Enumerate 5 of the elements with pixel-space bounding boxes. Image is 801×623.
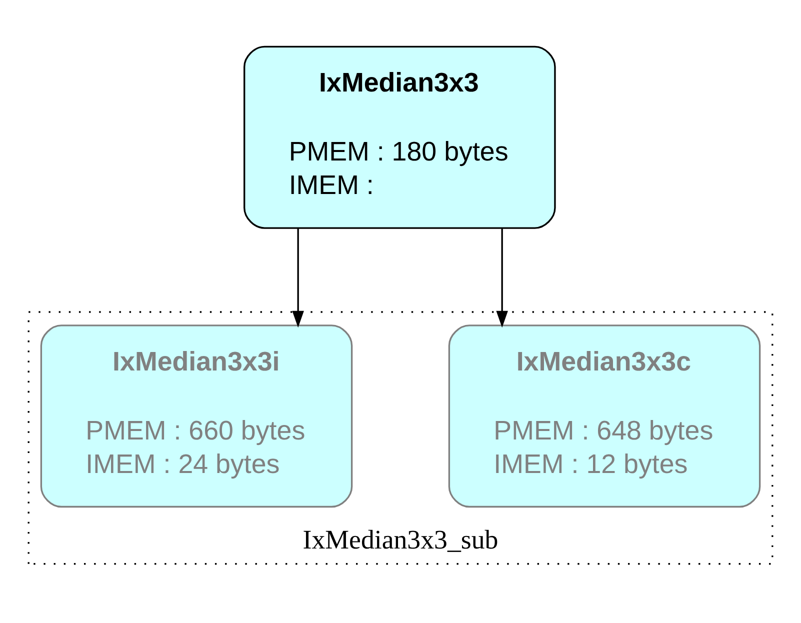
arrow xyxy=(496,228,508,328)
node-box: IxMedian3x3c PMEM : 648 bytes IMEM : 12 bytes xyxy=(448,324,761,508)
arrow xyxy=(292,228,304,328)
node-box: IxMedian3x3i PMEM : 660 bytes IMEM : 24 bytes xyxy=(40,324,353,508)
node-box: IxMedian3x3 PMEM : 180 bytes IMEM : xyxy=(244,45,556,228)
